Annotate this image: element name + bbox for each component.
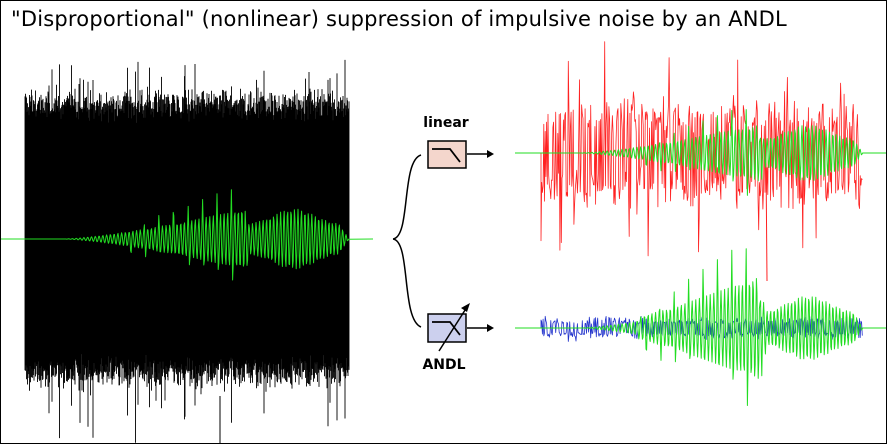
linear-label: linear (423, 115, 469, 131)
andl-signal-waveform (515, 248, 886, 406)
andl-arrowhead (487, 324, 494, 332)
lowpass-filter-icon (427, 140, 467, 169)
adaptive-nonlinear-filter-icon (427, 303, 470, 352)
andl-label: ANDL (422, 357, 465, 373)
input-signal-waveform (1, 189, 374, 281)
diagram-title: "Disproportional" (nonlinear) suppressio… (11, 7, 787, 31)
linear-arrowhead (487, 150, 494, 158)
branch-connector (392, 154, 422, 328)
linear-signal-waveform (515, 109, 886, 196)
andl-residual-waveform (540, 315, 863, 342)
